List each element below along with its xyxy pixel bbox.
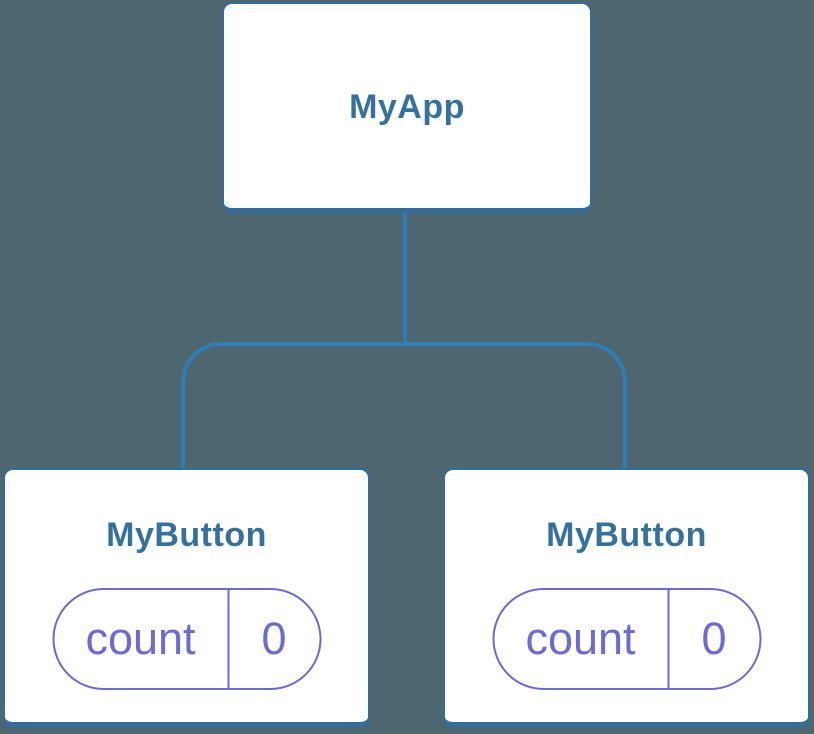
state-name-cell: count <box>54 590 227 688</box>
state-value-cell: 0 <box>227 590 319 688</box>
state-pill-2: count 0 <box>492 588 761 690</box>
connector-line-root <box>403 213 407 344</box>
component-card-mybutton-2: MyButton count 0 <box>443 468 810 727</box>
component-card-mybutton-1: MyButton count 0 <box>3 468 370 727</box>
state-name-label: count <box>85 613 196 664</box>
state-value-label: 0 <box>261 613 287 664</box>
state-name-label: count <box>525 613 636 664</box>
component-label-mybutton-2: MyButton <box>546 516 707 554</box>
state-value-cell: 0 <box>667 590 759 688</box>
state-name-cell: count <box>494 590 667 688</box>
state-value-label: 0 <box>701 613 727 664</box>
component-card-myapp: MyApp <box>222 2 592 213</box>
state-pill-1: count 0 <box>52 588 321 690</box>
connector-bracket <box>181 342 627 468</box>
component-label-mybutton-1: MyButton <box>106 516 267 554</box>
component-label-myapp: MyApp <box>349 88 465 126</box>
